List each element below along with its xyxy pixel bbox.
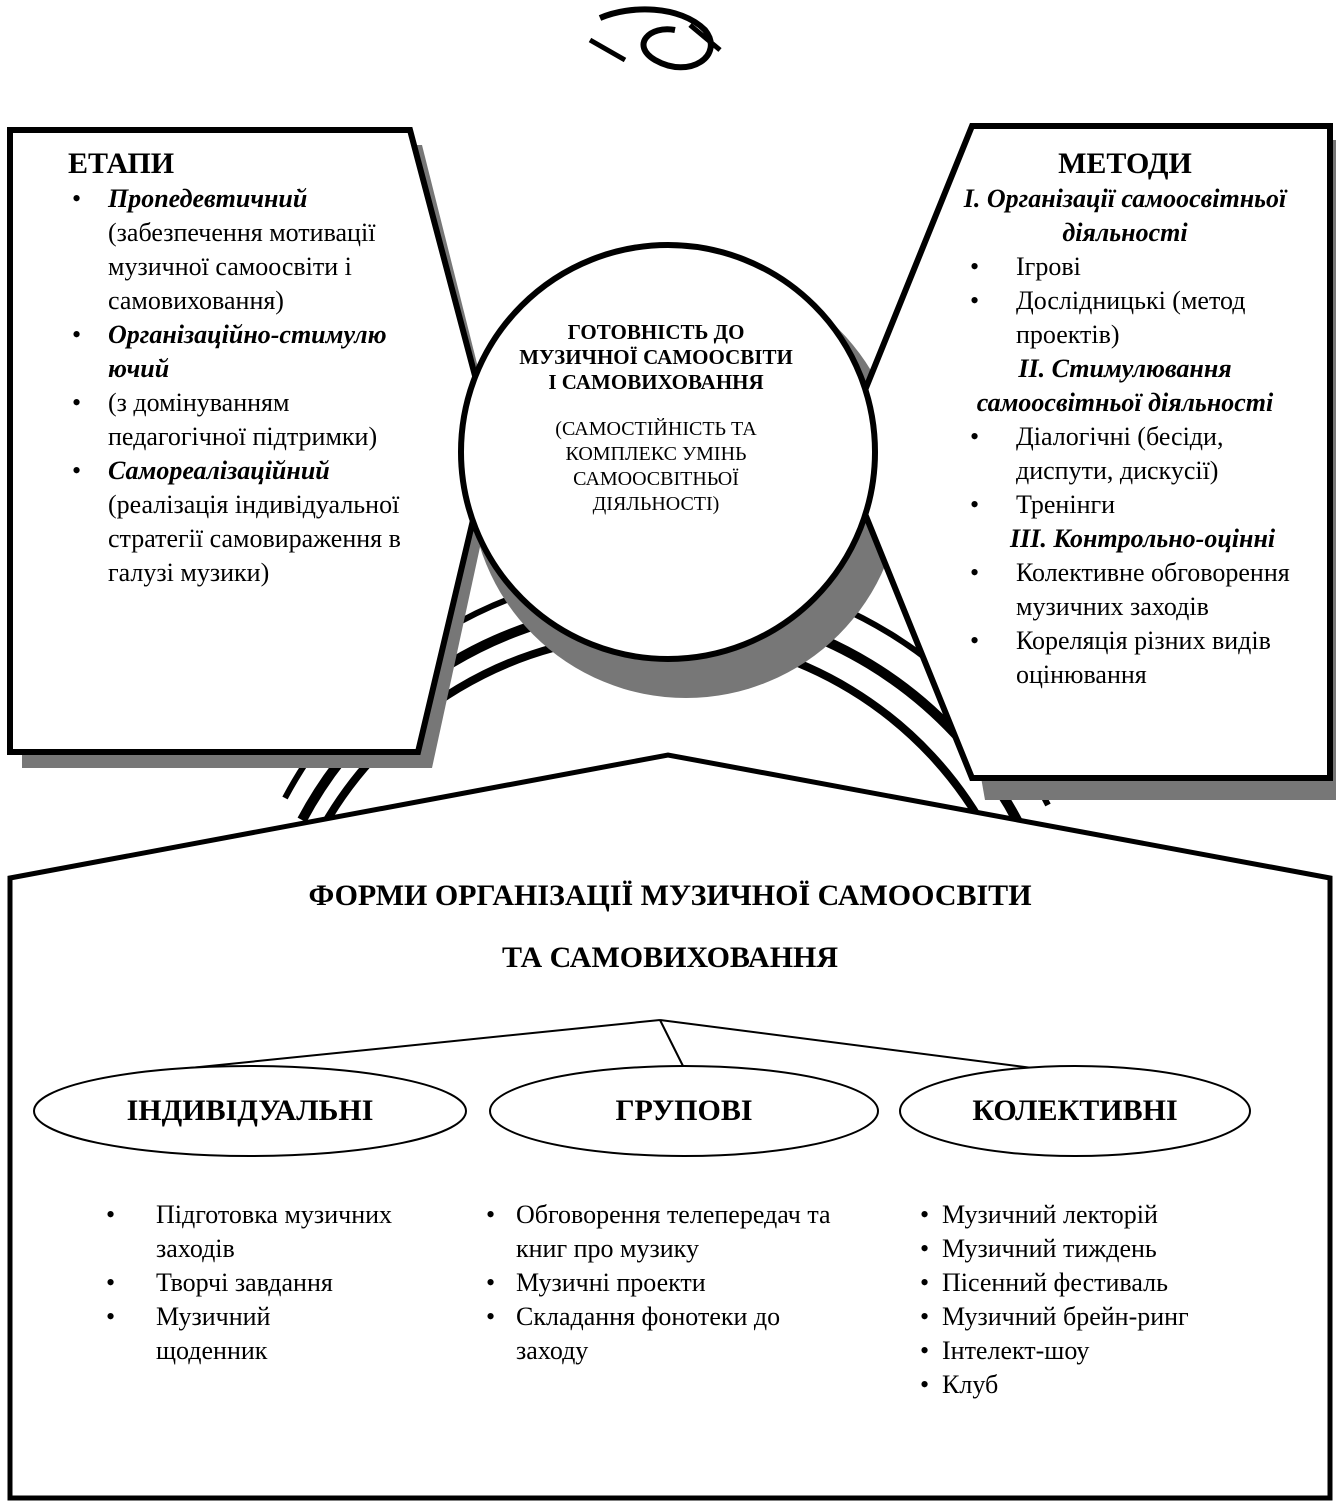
stage-item: (з домінуванням педагогічної підтримки) xyxy=(72,386,402,454)
methods-box: МЕТОДИ І. Організації самоосвітньої діял… xyxy=(930,146,1320,692)
method-item: Діалогічні (бесіди, диспути, дискусії) xyxy=(964,420,1320,488)
collective-item: Пісенний фестиваль xyxy=(920,1266,1240,1300)
collective-item: Клуб xyxy=(920,1368,1240,1402)
forms-connectors xyxy=(169,1019,1096,1077)
methods-group-list: Ігрові Дослідницькі (метод проектів) xyxy=(964,250,1320,352)
group-item: Обговорення телепередач та книг про музи… xyxy=(484,1198,884,1266)
center-title: ГОТОВНІСТЬ ДО МУЗИЧНОЇ САМООСВІТИ І САМО… xyxy=(519,320,793,394)
center-text: ГОТОВНІСТЬ ДО МУЗИЧНОЇ САМООСВІТИ І САМО… xyxy=(518,320,794,517)
collective-item: Інтелект-шоу xyxy=(920,1334,1240,1368)
collective-list: Музичний лекторій Музичний тиждень Пісен… xyxy=(920,1198,1240,1402)
stage-name: Пропедевтичний xyxy=(108,184,308,213)
stage-item: Пропедевтичний (забезпечення мотивації му… xyxy=(72,182,402,318)
individual-ellipse xyxy=(33,1065,467,1157)
individual-item: Творчі завдання xyxy=(98,1266,398,1300)
method-item: Дослідницькі (метод проектів) xyxy=(964,284,1320,352)
stage-name: Самореалізаційний xyxy=(108,456,330,485)
individual-item: Музичний щоденник xyxy=(98,1300,306,1368)
forms-title-line1: ФОРМИ ОРГАНІЗАЦІЇ МУЗИЧНОЇ САМООСВІТИ xyxy=(308,879,1032,912)
stage-name: Організаційно-стимулюючий xyxy=(108,320,387,383)
center-circle xyxy=(458,242,878,662)
individual-item: Підготовка музичних заходів xyxy=(98,1198,398,1266)
methods-title: МЕТОДИ xyxy=(1058,147,1192,180)
method-item: Тренінги xyxy=(964,488,1320,522)
group-item: Складання фонотеки до заходу xyxy=(484,1300,846,1368)
group-item: Музичні проекти xyxy=(484,1266,884,1300)
group-list: Обговорення телепередач та книг про музи… xyxy=(484,1198,884,1368)
collective-label: КОЛЕКТИВНІ xyxy=(972,1094,1178,1127)
methods-group-list: Колективне обговорення музичних заходів … xyxy=(964,556,1320,692)
stages-title: ЕТАПИ xyxy=(68,147,175,180)
individual-label: ІНДИВІДУАЛЬНІ xyxy=(126,1094,374,1127)
methods-group-list: Діалогічні (бесіди, диспути, дискусії) Т… xyxy=(964,420,1320,522)
methods-group-heading: І. Організації самоосвітньої діяльності xyxy=(963,184,1287,247)
stage-item: Самореалізаційний (реалізація індивідуаль… xyxy=(72,454,402,590)
stages-list: Пропедевтичний (забезпечення мотивації му… xyxy=(72,182,402,590)
individual-list: Підготовка музичних заходів Творчі завда… xyxy=(98,1198,398,1368)
stages-box: ЕТАПИ Пропедевтичний (забезпечення мотива… xyxy=(68,146,428,590)
center-subtitle: (САМОСТІЙНІСТЬ ТА КОМПЛЕКС УМІНЬ САМООСВ… xyxy=(555,418,757,515)
collective-item: Музичний тиждень xyxy=(920,1232,1240,1266)
stage-desc: (реалізація індивідуальної стратегії сам… xyxy=(108,490,401,587)
method-item: Колективне обговорення музичних заходів xyxy=(964,556,1320,624)
collective-item: Музичний лекторій xyxy=(920,1198,1240,1232)
group-label: ГРУПОВІ xyxy=(615,1094,753,1127)
forms-title: ФОРМИ ОРГАНІЗАЦІЇ МУЗИЧНОЇ САМООСВІТИ ТА… xyxy=(10,868,1330,986)
stage-desc: (з домінуванням педагогічної підтримки) xyxy=(108,388,378,451)
collective-ellipse xyxy=(899,1065,1251,1157)
method-item: Ігрові xyxy=(964,250,1320,284)
forms-title-line2: ТА САМОВИХОВАННЯ xyxy=(501,941,839,974)
methods-group-heading: ІІІ. Контрольно-оцінні xyxy=(1010,524,1276,553)
stage-item: Організаційно-стимулюючий xyxy=(72,318,402,386)
stage-desc: (забезпечення мотивації музичної самоосв… xyxy=(108,218,376,315)
method-item: Кореляція різних видів оцінювання xyxy=(964,624,1320,692)
group-ellipse xyxy=(489,1065,879,1157)
methods-group-heading: ІІ. Стимулювання самоосвітньої діяльност… xyxy=(976,354,1274,417)
collective-item: Музичний брейн-ринг xyxy=(920,1300,1240,1334)
knot-ornament xyxy=(588,6,722,71)
